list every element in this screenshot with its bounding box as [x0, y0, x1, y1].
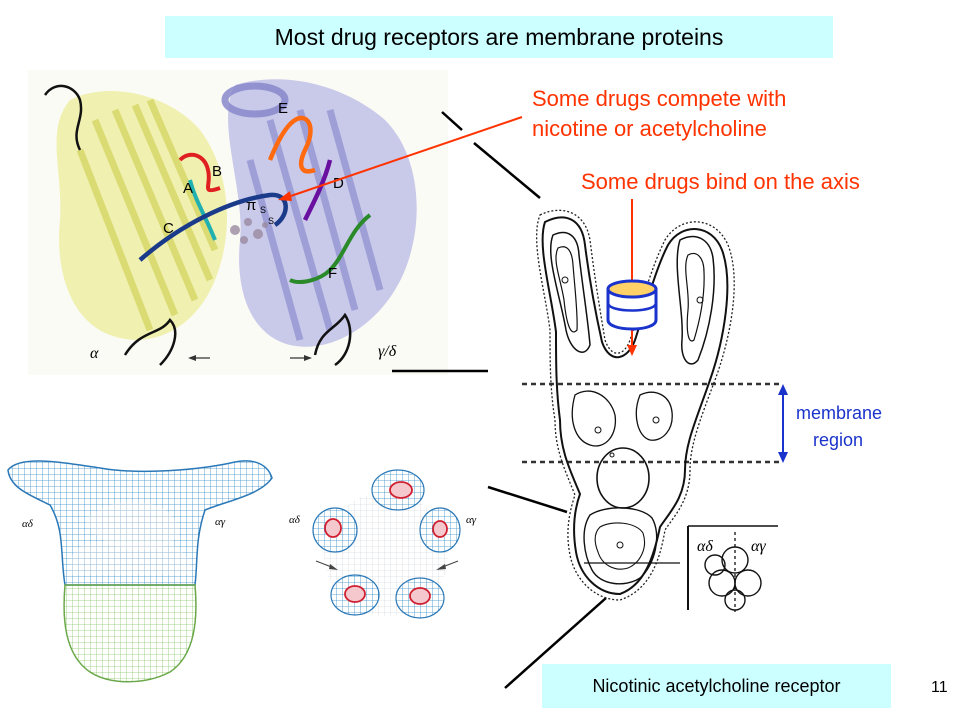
- loop-label-e: E: [278, 100, 288, 117]
- top-view-label-alpha-delta: αδ: [289, 514, 301, 526]
- subunit-inset: αδ αγ: [687, 525, 778, 612]
- loop-label-a: A: [183, 180, 193, 197]
- compete-arrow: [284, 116, 523, 199]
- membrane-region-arrow: [778, 384, 788, 463]
- membrane-boundary: [522, 382, 782, 464]
- top-view-mesh: αδ αγ: [289, 469, 477, 619]
- loop-label-f: F: [328, 265, 337, 282]
- membrane-label-line1: membrane: [796, 403, 883, 423]
- loop-label-b: B: [212, 163, 222, 180]
- alpha-label: α: [90, 345, 99, 362]
- connector-lines: [392, 111, 607, 689]
- ribbon-structure-diagram: A B C E D F π S S α γ/δ: [28, 70, 448, 375]
- annotation-compete-line1: Some drugs compete with: [532, 86, 787, 111]
- side-view-label-alpha-delta: αδ: [22, 518, 34, 530]
- annotation-compete: Some drugs compete with nicotine or acet…: [532, 84, 786, 144]
- membrane-region-label: membrane region: [796, 400, 883, 454]
- loop-label-d: D: [333, 175, 344, 192]
- side-view-mesh: αδ αγ: [7, 460, 273, 683]
- loop-label-c: C: [163, 220, 174, 237]
- page-number: 11: [931, 679, 948, 696]
- loop-f: [289, 213, 372, 284]
- inset-label-alpha-delta: αδ: [697, 538, 713, 555]
- loop-c: [138, 192, 288, 262]
- caption-box: Nicotinic acetylcholine receptor: [542, 664, 891, 708]
- disulfide-label-1: S: [260, 205, 266, 215]
- top-view-label-alpha-gamma: αγ: [466, 514, 477, 526]
- annotation-compete-line2: nicotine or acetylcholine: [532, 116, 767, 141]
- slide-title: Most drug receptors are membrane protein…: [274, 23, 724, 50]
- ligand-site: [230, 218, 268, 244]
- receptor-contour-map: [522, 209, 782, 601]
- compete-arrow-head: [278, 191, 292, 201]
- annotation-axis: Some drugs bind on the axis: [581, 169, 860, 194]
- loop-a: [188, 179, 217, 241]
- gamma-delta-label: γ/δ: [378, 343, 397, 360]
- slide-title-box: Most drug receptors are membrane protein…: [165, 16, 833, 58]
- side-view-label-alpha-gamma: αγ: [215, 516, 226, 528]
- loop-d: [302, 159, 333, 222]
- pi-label: π: [246, 197, 256, 214]
- caption-text: Nicotinic acetylcholine receptor: [592, 675, 841, 696]
- contour-speckles: [561, 276, 704, 549]
- loop-e: [267, 115, 316, 174]
- inset-label-alpha-gamma: αγ: [751, 538, 766, 555]
- loop-b: [178, 152, 221, 193]
- membrane-label-line2: region: [812, 430, 864, 450]
- disulfide-label-2: S: [268, 216, 274, 226]
- drug-on-axis: [606, 199, 658, 356]
